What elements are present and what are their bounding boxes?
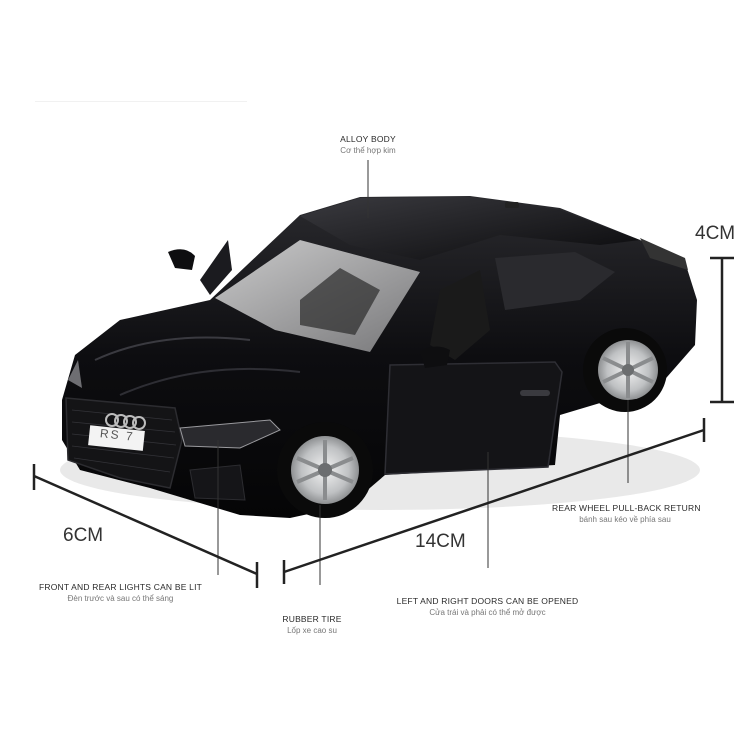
label-rubber-tire-en: RUBBER TIRE xyxy=(282,614,342,624)
dim-height-value: 4CM xyxy=(695,223,736,244)
license-plate xyxy=(88,425,145,451)
roof-antenna xyxy=(505,202,519,208)
headlight xyxy=(179,419,281,449)
side-window xyxy=(495,252,615,310)
dim-length-value: 14CM xyxy=(415,531,466,552)
label-doors-vi: Cửa trái và phải có thể mở được xyxy=(429,608,546,617)
rear-hub xyxy=(622,364,634,376)
car-roof xyxy=(300,197,640,260)
label-rear-wheel-en: REAR WHEEL PULL-BACK RETURN xyxy=(552,503,701,513)
brand-rings xyxy=(105,413,146,430)
dim-height-line xyxy=(710,256,734,404)
front-hub xyxy=(318,463,332,477)
label-rear-wheel: REAR WHEEL PULL-BACK RETURN bánh sau kéo… xyxy=(552,503,701,524)
label-alloy-body: ALLOY BODY Cơ thể hợp kim xyxy=(318,134,418,155)
label-lights-vi: Đèn trước và sau có thể sáng xyxy=(67,594,174,603)
dim-length-line xyxy=(282,418,706,584)
label-alloy-body-en: ALLOY BODY xyxy=(340,134,396,144)
headlight-left xyxy=(68,360,82,388)
hood-line xyxy=(94,336,251,361)
door-handle xyxy=(520,390,550,396)
open-door xyxy=(384,361,563,475)
tail-light xyxy=(640,238,688,270)
divider xyxy=(35,101,247,102)
label-rubber-tire: RUBBER TIRE Lốp xe cao su xyxy=(272,614,352,635)
side-mirror-left xyxy=(168,249,195,270)
label-lights: FRONT AND REAR LIGHTS CAN BE LIT Đèn trư… xyxy=(38,582,203,603)
interior-seat xyxy=(300,268,380,335)
label-lights-en: FRONT AND REAR LIGHTS CAN BE LIT xyxy=(38,582,203,592)
label-rear-wheel-vi: bánh sau kéo về phía sau xyxy=(579,515,671,524)
side-mirror-right xyxy=(420,346,450,368)
hood-line-2 xyxy=(119,367,301,396)
dim-width-value: 6CM xyxy=(63,525,104,546)
open-door-left xyxy=(200,240,232,295)
label-doors: LEFT AND RIGHT DOORS CAN BE OPENED Cửa t… xyxy=(395,596,580,617)
interior-seat-rear xyxy=(430,270,490,360)
dim-width-line xyxy=(32,464,259,588)
label-rubber-tire-vi: Lốp xe cao su xyxy=(287,626,337,635)
label-doors-en: LEFT AND RIGHT DOORS CAN BE OPENED xyxy=(396,596,579,606)
label-alloy-body-vi: Cơ thể hợp kim xyxy=(340,146,396,155)
